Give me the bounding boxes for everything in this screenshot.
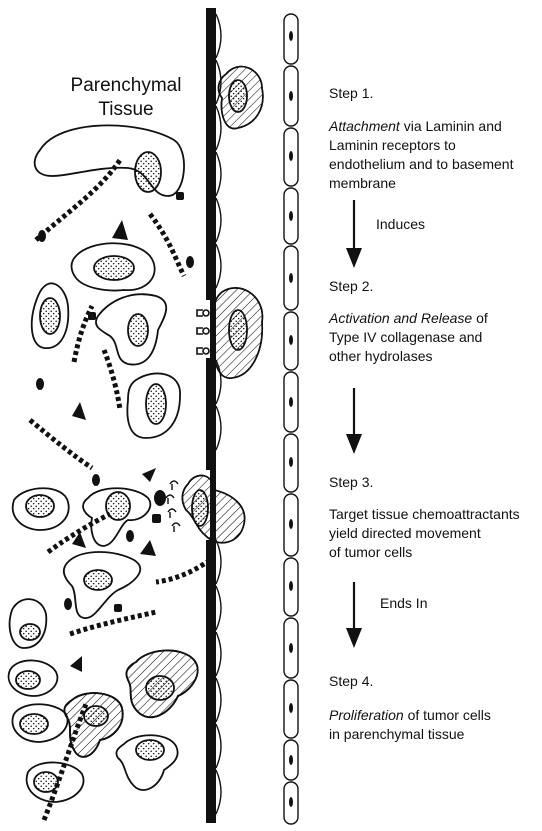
tissue-label-line2: Tissue xyxy=(98,99,153,120)
step-3-line3: of tumor cells xyxy=(329,544,412,560)
step-2-emphasis: Activation and Release xyxy=(329,310,472,326)
step-1-line4: membrane xyxy=(329,175,396,191)
step-4-line2: in parenchymal tissue xyxy=(329,726,464,742)
step-3-line2: yield directed movement xyxy=(329,525,481,541)
step-1-line2: Laminin receptors to xyxy=(329,137,456,153)
arrow-induces xyxy=(346,200,362,268)
step-1-line1-rest: via Laminin and xyxy=(400,118,502,134)
step-2-line1-rest: of xyxy=(472,310,488,326)
step-1-heading: Step 1. xyxy=(329,84,373,102)
step-1-emphasis: Attachment xyxy=(329,118,400,134)
arrow-ends-in xyxy=(346,582,362,648)
tissue-label-line1: Parenchymal xyxy=(71,75,182,96)
tumor-cell-attachment xyxy=(219,67,263,129)
step-3-line1: Target tissue chemoattractants xyxy=(329,506,520,522)
arrow-release xyxy=(346,388,362,454)
vessel-right-wall xyxy=(284,14,298,824)
step-2-line3: other hydrolases xyxy=(329,348,433,364)
vessel-left-wall xyxy=(206,8,221,823)
arrow-label-induces: Induces xyxy=(376,215,425,233)
arrow-label-ends-in: Ends In xyxy=(380,594,427,612)
step-1-text: Attachment via Laminin and Laminin recep… xyxy=(329,117,513,193)
step-2-heading: Step 2. xyxy=(329,277,373,295)
step-2-text: Activation and Release of Type IV collag… xyxy=(329,309,488,366)
step-4-line1-rest: of tumor cells xyxy=(404,707,491,723)
step-4-text: Proliferation of tumor cells in parenchy… xyxy=(329,706,491,744)
step-3-heading: Step 3. xyxy=(329,473,373,491)
step-4-emphasis: Proliferation xyxy=(329,707,404,723)
tissue-label: Parenchymal Tissue xyxy=(56,74,196,122)
step-3-text: Target tissue chemoattractants yield dir… xyxy=(329,505,520,562)
step-arrows xyxy=(346,200,362,648)
tumor-cell-activation xyxy=(196,288,262,378)
step-2-line2: Type IV collagenase and xyxy=(329,329,482,345)
step-4-heading: Step 4. xyxy=(329,672,373,690)
tumor-cell-migration xyxy=(166,470,245,543)
step-1-line3: endothelium and to basement xyxy=(329,156,513,172)
